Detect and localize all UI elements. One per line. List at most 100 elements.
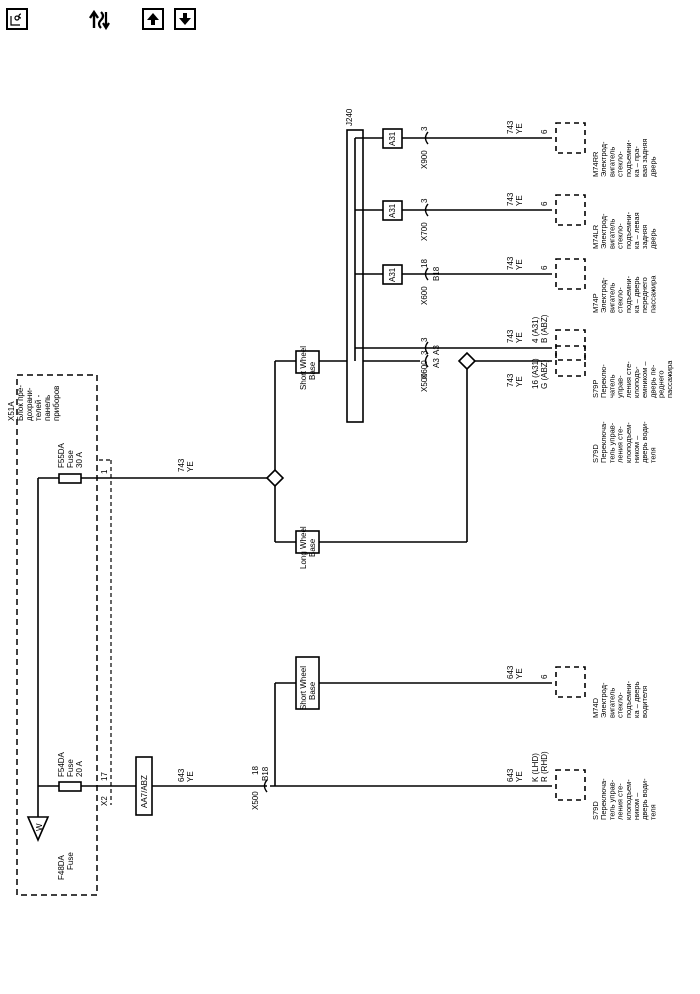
connector-label: X900 xyxy=(420,150,429,169)
device-label-line: S79P xyxy=(591,380,600,398)
device-pin: K (LHD) xyxy=(531,753,540,782)
wire-color: YE xyxy=(515,123,524,134)
connector-label: X2 xyxy=(100,796,109,806)
page-down-button[interactable] xyxy=(174,8,196,30)
source-label: Fuse xyxy=(66,852,75,870)
wire-circuit: 743 xyxy=(506,192,515,206)
device-label-line: Переключа- xyxy=(599,421,608,463)
device-label-line: теля xyxy=(648,447,657,463)
device-label-line: M74RR xyxy=(591,151,600,177)
device-label-line: подъемни- xyxy=(624,680,633,718)
fuse-label: 20 A xyxy=(75,760,84,777)
splice-s79d xyxy=(457,351,477,371)
device-box xyxy=(555,258,586,290)
fuse-label: F55DA xyxy=(57,442,66,468)
a31-option-box xyxy=(382,128,403,149)
device-pin: R (RHD) xyxy=(540,751,549,782)
fuse-block-title: X51A xyxy=(7,401,16,421)
legend-button[interactable] xyxy=(6,8,28,30)
device-label-line: вигатель xyxy=(607,147,616,177)
device-label-line: стекло- xyxy=(616,223,625,249)
device-label-line: подъемни- xyxy=(624,275,633,313)
device-label-line: пассажира xyxy=(648,275,657,313)
fuse-block-title: дохрани- xyxy=(25,387,34,421)
fuse-label: F54DA xyxy=(57,751,66,777)
device-pin: 6 xyxy=(540,674,549,679)
device-label-line: ка – пра- xyxy=(632,146,641,177)
device-pin: 6 xyxy=(540,201,549,206)
device-label-line: вигатель xyxy=(607,283,616,313)
device-pin: 6 xyxy=(540,129,549,134)
pin-sub: A3 xyxy=(432,345,441,355)
device-label-line: подъемни- xyxy=(624,211,633,249)
device-label-line: вая задняя xyxy=(640,139,649,177)
connector-label: X700 xyxy=(420,222,429,241)
fuse-f54da xyxy=(58,781,82,792)
device-label-line: Электрод- xyxy=(599,682,608,718)
legend-icon xyxy=(10,13,22,26)
device-label-line: переднего xyxy=(640,277,649,313)
fuse-block-title: Блок пре- xyxy=(16,385,25,421)
a31-option-box xyxy=(382,264,403,285)
a31-label: A31 xyxy=(388,131,397,146)
device-label-line: дверь води- xyxy=(640,421,649,463)
device-label-line: ка – дверь xyxy=(632,681,641,718)
device-label-line: емником – xyxy=(640,361,649,398)
page-down-icon xyxy=(179,13,191,25)
device-label-line: клоподъем- xyxy=(624,422,633,463)
device-pin: 6 xyxy=(540,265,549,270)
device-pin: B (ABZ) xyxy=(540,314,549,343)
short-wheel-base-label: Short Wheel xyxy=(299,346,308,390)
device-label-line: S79D xyxy=(591,444,600,463)
device-label-line: стекло- xyxy=(616,151,625,177)
device-label-line: Электрод- xyxy=(599,141,608,177)
device-label-line: клоподъем- xyxy=(624,779,633,820)
page-up-icon xyxy=(147,13,159,25)
pin-label: 3 xyxy=(420,198,429,203)
pin-label: 1 xyxy=(100,469,109,474)
device-label-line: тель управ- xyxy=(607,422,616,463)
device-label-line: ником – xyxy=(632,435,641,463)
pin-label: 3 xyxy=(420,126,429,131)
wire-color: YE xyxy=(515,332,524,343)
device-label-line: стекло- xyxy=(616,287,625,313)
wire-color: YE xyxy=(186,461,195,472)
device-label-line: ка – дверь xyxy=(632,276,641,313)
device-pin: 4 (A31) xyxy=(531,316,540,343)
wire-color: YE xyxy=(515,771,524,782)
device-label-line: ления сте- xyxy=(624,361,633,398)
wire-color: YE xyxy=(515,376,524,387)
page-up-button[interactable] xyxy=(142,8,164,30)
power-flow-icon xyxy=(89,9,110,31)
connector-label: X500 xyxy=(420,373,429,392)
power-flow-button[interactable] xyxy=(87,6,113,32)
device-label-line: вигатель xyxy=(607,688,616,718)
aa7-abz-label: AA7/ABZ xyxy=(140,775,149,808)
fuse-block-title: приборов xyxy=(52,386,61,421)
device-label-line: S79D xyxy=(591,801,600,820)
device-label-line: клоподъ- xyxy=(632,366,641,398)
device-label-line: задняя xyxy=(640,225,649,249)
wire-color: YE xyxy=(515,259,524,270)
pin-label: 3 xyxy=(420,337,429,342)
wire-circuit: 643 xyxy=(177,768,186,782)
short-wheel-base-label: Short Wheel xyxy=(299,666,308,710)
device-pin: 16 (A31) xyxy=(531,358,540,389)
splice-743 xyxy=(265,468,285,488)
long-wheel-base-label: Long Wheel xyxy=(299,526,308,569)
fuse-block-border xyxy=(16,374,98,896)
device-label-line: ником – xyxy=(632,792,641,820)
a31-option-box xyxy=(382,200,403,221)
wire-circuit: 743 xyxy=(177,458,186,472)
device-box xyxy=(555,666,586,698)
long-wheel-base-label: Base xyxy=(308,538,317,557)
connector-label: X500 xyxy=(251,791,260,810)
splice-pack-label: J240 xyxy=(345,108,354,126)
device-pin: G (ABZ) xyxy=(540,359,549,389)
a31-label: A31 xyxy=(388,203,397,218)
wire-circuit: 743 xyxy=(506,256,515,270)
device-label-line: дверь xyxy=(648,228,657,249)
device-label-line: управ- xyxy=(616,375,625,398)
source-label: F48DA xyxy=(57,854,66,880)
